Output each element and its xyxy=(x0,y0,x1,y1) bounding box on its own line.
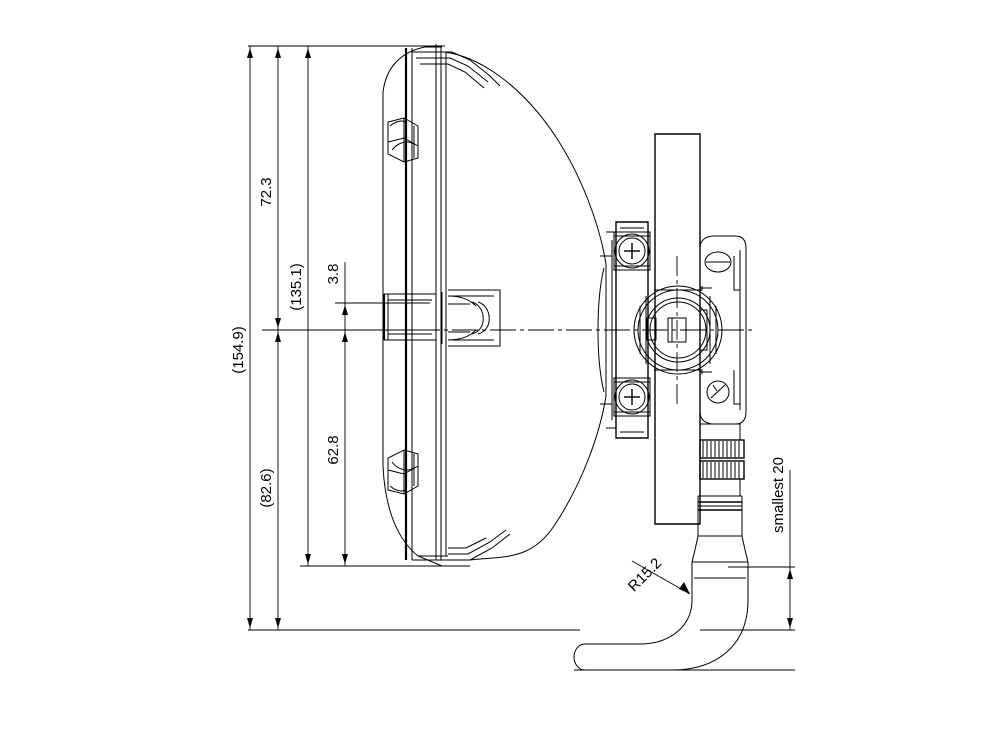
center-lens-protrusion xyxy=(382,288,501,348)
upper-phillips-screw xyxy=(613,231,651,271)
power-cable xyxy=(573,535,795,671)
cable-gland xyxy=(697,423,745,537)
dimension-label-lower-height: (82.6) xyxy=(258,468,275,508)
lower-mounting-clip xyxy=(387,449,419,495)
dimension-label-lower-body-height: 62.8 xyxy=(325,435,342,465)
upper-mounting-clip xyxy=(387,117,419,163)
dimension-lines xyxy=(247,45,795,631)
lower-phillips-screw xyxy=(613,377,651,417)
dimension-label-cable-clearance: smallest 20 xyxy=(770,457,787,533)
dimension-label-upper-height: 72.3 xyxy=(258,177,275,207)
right-bracket-plate xyxy=(699,235,747,425)
dimension-label-overall-height: (154.9) xyxy=(230,326,247,374)
vertical-bracket-arm xyxy=(654,133,701,525)
dimension-label-body-height: (135.1) xyxy=(288,263,305,311)
dimension-label-offset-small: 3.8 xyxy=(325,263,342,285)
lamp-housing xyxy=(382,44,607,567)
rear-housing-detail xyxy=(597,255,612,405)
rear-housing-step xyxy=(606,221,649,439)
swivel-joint xyxy=(633,285,723,375)
